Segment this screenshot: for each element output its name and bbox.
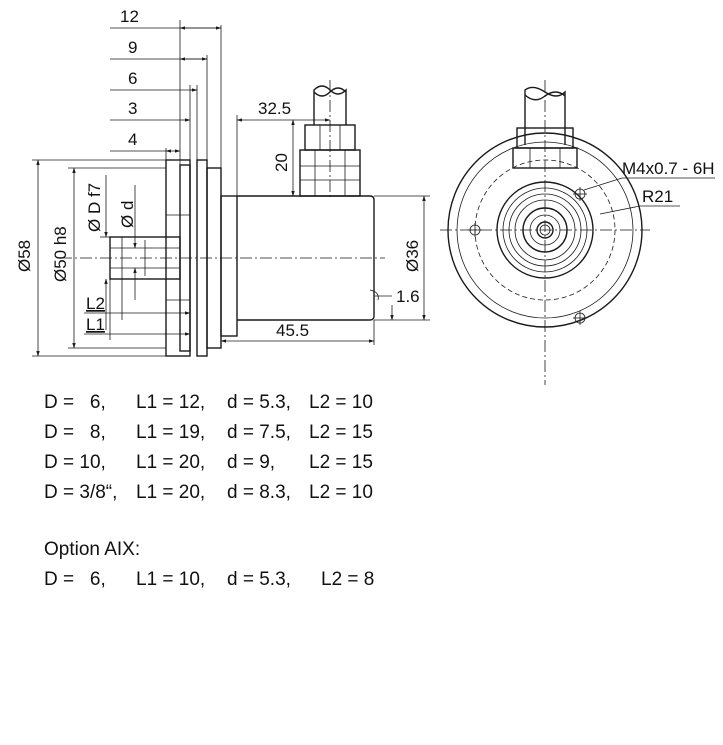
dim-36-label: Ø36 bbox=[403, 240, 422, 272]
dim-9-label: 9 bbox=[128, 38, 137, 57]
top-dimension-leaders bbox=[110, 26, 222, 153]
spec-L1: L1 = 20, bbox=[136, 482, 206, 503]
spec-d: d = 5.3, bbox=[227, 569, 291, 590]
shaft-end bbox=[536, 221, 554, 239]
top-extension-lines bbox=[165, 20, 238, 196]
spec-table: D = 6, L1 = 12, d = 5.3, L2 = 10 D = 8, … bbox=[44, 388, 704, 590]
option-spec-row: D = 6, L1 = 10, d = 5.3, L2 = 8 bbox=[44, 565, 704, 595]
dim-32-5-label: 32.5 bbox=[258, 99, 291, 118]
dim-Df7-label: Ø D f7 bbox=[85, 183, 104, 232]
flange bbox=[165, 159, 222, 357]
hub bbox=[220, 195, 238, 337]
dim-L2-label: L2 bbox=[86, 294, 105, 313]
dim-L1-label: L1 bbox=[86, 315, 105, 334]
spec-row: D = 6, L1 = 12, d = 5.3, L2 = 10 bbox=[44, 388, 704, 418]
spec-L2: L2 = 8 bbox=[321, 569, 375, 590]
radius-leader bbox=[599, 205, 641, 215]
option-title: Option AIX: bbox=[44, 539, 141, 560]
spec-L1: L1 = 10, bbox=[136, 569, 206, 590]
spec-d: d = 7.5, bbox=[227, 422, 291, 443]
technical-drawing: 12 9 6 3 4 32.5 20 Ø58 Ø50 h8 Ø D f7 Ø d bbox=[15, 7, 715, 385]
spec-L2: L2 = 15 bbox=[309, 452, 373, 473]
spec-D: D = 6, bbox=[44, 392, 106, 413]
dim-6-label: 6 bbox=[128, 69, 137, 88]
dim-50h8-label: Ø50 h8 bbox=[51, 226, 70, 282]
spec-d: d = 9, bbox=[227, 452, 276, 473]
side-view: 12 9 6 3 4 32.5 20 Ø58 Ø50 h8 Ø D f7 Ø d bbox=[15, 7, 430, 357]
spec-row: D = 3/8“, L1 = 20, d = 8.3, L2 = 10 bbox=[44, 478, 704, 508]
spec-D: D = 10, bbox=[44, 452, 106, 473]
spec-L2: L2 = 10 bbox=[309, 482, 373, 503]
spec-D: D = 8, bbox=[44, 422, 106, 443]
cable-gland bbox=[299, 80, 361, 200]
dim-4-label: 4 bbox=[128, 130, 137, 149]
spec-L1: L1 = 12, bbox=[136, 392, 206, 413]
dim-1-6-label: 1.6 bbox=[396, 287, 420, 306]
spec-d: d = 5.3, bbox=[227, 392, 291, 413]
bolt-holes bbox=[468, 187, 587, 325]
dim-58-label: Ø58 bbox=[15, 240, 34, 272]
dim-12-label: 12 bbox=[120, 7, 139, 26]
dim-45-5-label: 45.5 bbox=[276, 321, 309, 340]
spec-D: D = 6, bbox=[44, 569, 106, 590]
thread-label: M4x0.7 - 6H bbox=[622, 159, 715, 178]
spec-L1: L1 = 19, bbox=[136, 422, 206, 443]
front-cable bbox=[512, 86, 578, 169]
thread-leader bbox=[583, 177, 623, 191]
front-view: M4x0.7 - 6H R21 bbox=[440, 80, 715, 385]
spec-d: d = 8.3, bbox=[227, 482, 291, 503]
dim-3-label: 3 bbox=[128, 99, 137, 118]
spec-L2: L2 = 15 bbox=[309, 422, 373, 443]
spec-D: D = 3/8“, bbox=[44, 482, 118, 503]
dim-d-label: Ø d bbox=[118, 201, 137, 228]
spec-row: D = 10, L1 = 20, d = 9, L2 = 15 bbox=[44, 448, 704, 478]
spec-row: D = 8, L1 = 19, d = 7.5, L2 = 15 bbox=[44, 418, 704, 448]
radius-label: R21 bbox=[642, 187, 673, 206]
dim-20-label: 20 bbox=[272, 153, 291, 172]
housing bbox=[237, 195, 379, 321]
outer-flange-circle bbox=[447, 132, 643, 328]
spec-L2: L2 = 10 bbox=[309, 392, 373, 413]
spec-L1: L1 = 20, bbox=[136, 452, 206, 473]
